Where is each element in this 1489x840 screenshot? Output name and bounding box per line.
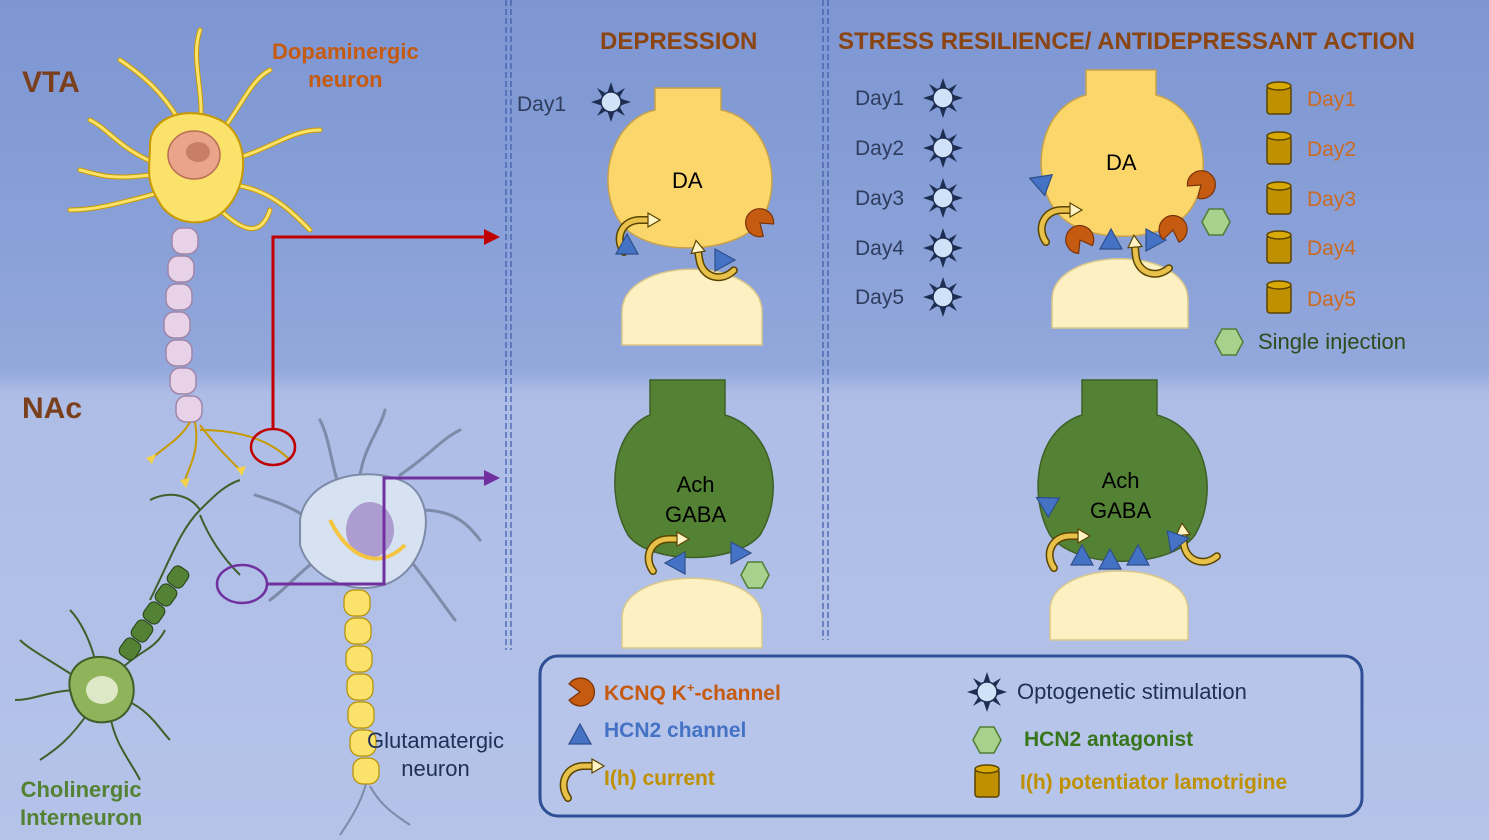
stim-day-5: Day5 (855, 286, 905, 309)
resilience-terminal-label: Ach GABA (1090, 468, 1152, 523)
drug-day-2: Day2 (1307, 138, 1357, 161)
stim-day-4: Day4 (855, 237, 905, 260)
stim-day-1: Day1 (855, 87, 905, 110)
region-label-nac: NAc (22, 392, 83, 425)
lamotrigine-icon (1266, 81, 1292, 115)
depression-title: DEPRESSION (600, 28, 758, 55)
optogenetic-stimulation-icon (922, 227, 964, 269)
legend-opto-label: Optogenetic stimulation (1017, 679, 1247, 704)
resilience-da-label: DA (1106, 150, 1137, 175)
legend-box (538, 654, 1364, 818)
depression-day-label: Day1 (517, 93, 567, 116)
drug-day-1: Day1 (1307, 88, 1357, 111)
lamotrigine-icon (1266, 131, 1292, 165)
legend-opto-icon (966, 671, 1008, 713)
glutamatergic-neuron-label: Glutamatergic neuron (367, 728, 504, 781)
legend-antagonist-label: HCN2 antagonist (1024, 728, 1194, 751)
glutamatergic-neuron-drawing (253, 408, 482, 836)
cholinergic-interneuron-label: Cholinergic Interneuron (20, 777, 143, 830)
drug-day-3: Day3 (1307, 188, 1357, 211)
legend-hcn2-label: HCN2 channel (604, 719, 747, 742)
optogenetic-stimulation-icon (922, 276, 964, 318)
legend-antagonist-icon (972, 726, 1002, 754)
optogenetic-stimulation-icon (590, 81, 632, 123)
depression-postsynaptic-top (621, 268, 763, 346)
cholinergic-synapse-circle (215, 563, 269, 605)
single-injection-label: Single injection (1258, 329, 1406, 354)
cholinergic-interneuron-drawing (14, 479, 241, 781)
optogenetic-stimulation-icon (922, 127, 964, 169)
legend-kcnq-label: KCNQ K+-channel (604, 680, 781, 705)
stim-day-2: Day2 (855, 137, 905, 160)
drug-day-5: Day5 (1307, 288, 1357, 311)
legend-ih-label: I(h) current (604, 767, 715, 790)
optogenetic-stimulation-icon (922, 77, 964, 119)
drug-day-4: Day4 (1307, 237, 1357, 260)
hcn2-antagonist-icon (740, 561, 770, 589)
resilience-postsynaptic-bottom (1049, 570, 1189, 641)
dopaminergic-neuron-label: Dopaminergic neuron (272, 39, 419, 92)
optogenetic-stimulation-icon (922, 177, 964, 219)
region-label-vta: VTA (22, 66, 80, 99)
depression-terminal-label: Ach GABA (665, 472, 727, 527)
resilience-title: STRESS RESILIENCE/ ANTIDEPRESSANT ACTION (838, 28, 1415, 55)
dopaminergic-arrow (271, 229, 500, 429)
lamotrigine-icon (1266, 280, 1292, 314)
depression-postsynaptic-bottom (621, 577, 763, 649)
resilience-da-terminal (1040, 69, 1204, 237)
hcn2-antagonist-icon (1201, 208, 1231, 236)
glutamatergic-arrow (267, 470, 500, 586)
legend-lamotrigine-icon (974, 764, 1000, 798)
depression-da-label: DA (672, 168, 703, 193)
stim-day-3: Day3 (855, 187, 905, 210)
depression-gaba-terminal (614, 379, 774, 559)
legend-lamotrigine-label: I(h) potentiator lamotrigine (1020, 771, 1288, 794)
dopaminergic-neuron-drawing (67, 27, 323, 488)
lamotrigine-icon (1266, 181, 1292, 215)
single-injection-icon (1214, 328, 1244, 356)
lamotrigine-icon (1266, 230, 1292, 264)
